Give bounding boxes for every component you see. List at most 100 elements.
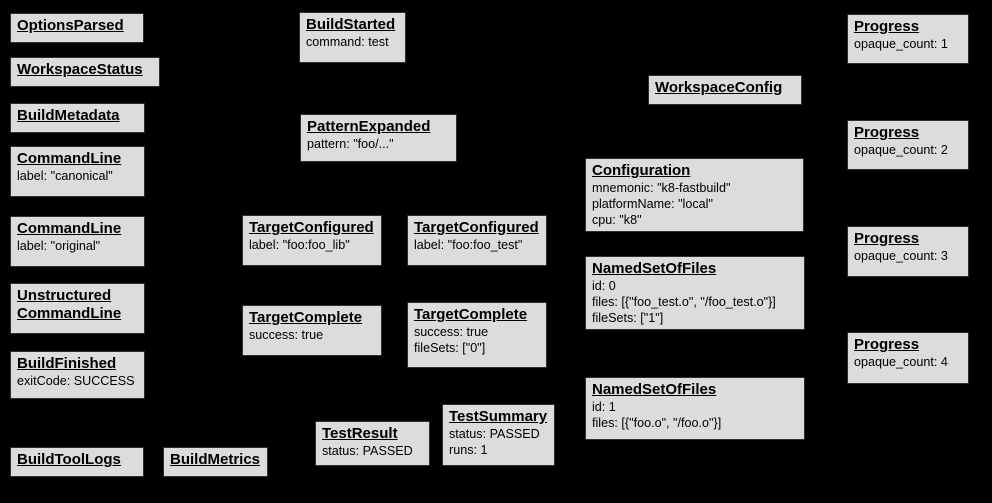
node-title-line: Configuration <box>592 162 691 179</box>
node-title-line: Progress <box>854 230 920 247</box>
node-title-line: CommandLine <box>17 220 122 237</box>
node-title: TargetComplete <box>414 306 541 324</box>
node-named-set-of-files-0: NamedSetOfFiles id: 0 files: [{"foo_test.… <box>585 256 805 330</box>
node-body-line: label: "foo:foo_lib" <box>249 238 350 252</box>
node-title-line: CommandLine <box>17 305 122 322</box>
node-test-result: TestResult status: PASSED <box>315 421 430 466</box>
node-body: id: 0 files: [{"foo_test.o", "/foo_test.o… <box>592 278 799 326</box>
node-body: label: "canonical" <box>17 168 139 184</box>
node-body-line: label: "original" <box>17 239 101 253</box>
node-title: WorkspaceStatus <box>17 61 154 79</box>
node-title-line: TargetComplete <box>249 309 363 326</box>
node-title: Progress <box>854 336 963 354</box>
node-title: TestSummary <box>449 408 549 426</box>
node-body-line: files: [{"foo.o", "/foo.o"}] <box>592 416 722 430</box>
node-title-line: TargetComplete <box>414 306 528 323</box>
node-title-line: NamedSetOfFiles <box>592 260 717 277</box>
node-body-line: status: PASSED <box>322 444 413 458</box>
node-body-line: id: 1 <box>592 400 616 414</box>
node-title: PatternExpanded <box>307 118 451 136</box>
node-body-line: files: [{"foo_test.o", "/foo_test.o"}] <box>592 295 776 309</box>
node-body: command: test <box>306 34 400 50</box>
node-title: OptionsParsed <box>17 17 138 35</box>
node-body: status: PASSED <box>322 443 424 459</box>
node-title: BuildMetrics <box>170 451 262 469</box>
node-body-line: id: 0 <box>592 279 616 293</box>
node-title-line: BuildToolLogs <box>17 451 121 468</box>
node-body-line: success: true <box>249 328 324 342</box>
node-body-line: success: true <box>414 325 489 339</box>
node-title-line: TestResult <box>322 425 398 442</box>
node-body-line: opaque_count: 4 <box>854 355 948 369</box>
node-title-line: TestSummary <box>449 408 548 425</box>
node-title-line: BuildStarted <box>306 16 396 33</box>
node-target-complete-test: TargetComplete success: true fileSets: ["… <box>407 302 547 368</box>
node-title-line: OptionsParsed <box>17 17 124 34</box>
node-title-line: Unstructured <box>17 287 112 304</box>
node-progress-4: Progress opaque_count: 4 <box>847 332 969 384</box>
node-body: label: "foo:foo_lib" <box>249 237 376 253</box>
node-title: TargetConfigured <box>414 219 541 237</box>
node-title: CommandLine <box>17 220 139 238</box>
node-body-line: fileSets: ["1"] <box>592 311 664 325</box>
node-progress-2: Progress opaque_count: 2 <box>847 120 969 170</box>
node-title: BuildFinished <box>17 355 139 373</box>
node-body-line: mnemonic: "k8-fastbuild" <box>592 181 731 195</box>
node-workspace-status: WorkspaceStatus <box>10 57 160 87</box>
node-build-metrics: BuildMetrics <box>163 447 268 477</box>
node-body-line: platformName: "local" <box>592 197 713 211</box>
node-body-line: cpu: "k8" <box>592 213 642 227</box>
node-title-line: CommandLine <box>17 150 122 167</box>
node-body: mnemonic: "k8-fastbuild" platformName: "l… <box>592 180 798 228</box>
node-body-line: opaque_count: 2 <box>854 143 948 157</box>
node-title-line: WorkspaceConfig <box>655 79 783 96</box>
node-workspace-config: WorkspaceConfig <box>648 75 802 105</box>
node-configuration: Configuration mnemonic: "k8-fastbuild" pl… <box>585 158 804 232</box>
node-title: BuildMetadata <box>17 107 139 125</box>
node-body-line: pattern: "foo/..." <box>307 137 394 151</box>
node-target-complete-lib: TargetComplete success: true <box>242 305 382 356</box>
node-title-line: BuildFinished <box>17 355 117 372</box>
node-body: exitCode: SUCCESS <box>17 373 139 389</box>
node-body: label: "original" <box>17 238 139 254</box>
node-build-started: BuildStarted command: test <box>299 12 406 63</box>
node-title: WorkspaceConfig <box>655 79 796 97</box>
node-title-line: Progress <box>854 18 920 35</box>
node-body: label: "foo:foo_test" <box>414 237 541 253</box>
node-build-tool-logs: BuildToolLogs <box>10 447 144 477</box>
node-build-metadata: BuildMetadata <box>10 103 145 133</box>
node-title: CommandLine <box>17 150 139 168</box>
node-title-line: TargetConfigured <box>249 219 374 236</box>
node-target-configured-foo-lib: TargetConfigured label: "foo:foo_lib" <box>242 215 382 266</box>
node-body: status: PASSED runs: 1 <box>449 426 549 458</box>
node-body: opaque_count: 2 <box>854 142 963 158</box>
node-title-line: BuildMetrics <box>170 451 261 468</box>
node-build-finished: BuildFinished exitCode: SUCCESS <box>10 351 145 399</box>
node-body: id: 1 files: [{"foo.o", "/foo.o"}] <box>592 399 799 431</box>
node-body-line: runs: 1 <box>449 443 488 457</box>
node-body: opaque_count: 1 <box>854 36 963 52</box>
node-body-line: status: PASSED <box>449 427 540 441</box>
node-title: BuildToolLogs <box>17 451 138 469</box>
node-body-line: opaque_count: 3 <box>854 249 948 263</box>
node-progress-1: Progress opaque_count: 1 <box>847 14 969 64</box>
node-title: Progress <box>854 124 963 142</box>
node-options-parsed: OptionsParsed <box>10 13 144 43</box>
node-body: pattern: "foo/..." <box>307 136 451 152</box>
node-target-configured-foo-test: TargetConfigured label: "foo:foo_test" <box>407 215 547 266</box>
node-title-line: Progress <box>854 124 920 141</box>
node-body: success: true fileSets: ["0"] <box>414 324 541 356</box>
node-title: BuildStarted <box>306 16 400 34</box>
node-body-line: label: "canonical" <box>17 169 113 183</box>
node-title: TargetConfigured <box>249 219 376 237</box>
node-body-line: fileSets: ["0"] <box>414 341 486 355</box>
node-body-line: exitCode: SUCCESS <box>17 374 135 388</box>
node-title-line: PatternExpanded <box>307 118 431 135</box>
node-title-line: Progress <box>854 336 920 353</box>
node-title: Progress <box>854 230 963 248</box>
node-body-line: command: test <box>306 35 389 49</box>
node-pattern-expanded: PatternExpanded pattern: "foo/..." <box>300 114 457 162</box>
node-title: TargetComplete <box>249 309 376 327</box>
